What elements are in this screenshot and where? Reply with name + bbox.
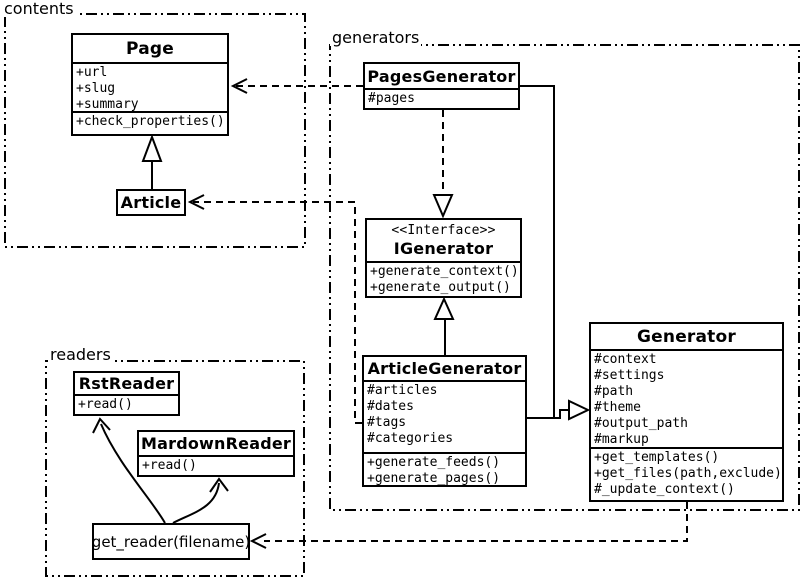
package-readers-label: readers (48, 345, 113, 364)
attribute: #pages (368, 91, 415, 106)
package-generators-label: generators (330, 28, 422, 47)
dependency-generator-getreader-arrowhead-icon (249, 533, 267, 549)
class-generator: Generator #context #settings #path #them… (589, 322, 784, 502)
attribute: #output_path (594, 416, 688, 431)
class-rstreader-title: RstReader (78, 374, 175, 393)
class-article-title: Article (120, 193, 182, 212)
attribute: #tags (367, 415, 407, 430)
class-igenerator-stereotype: <<Interface>> (391, 223, 496, 238)
dependency-articlegenerator-article-arrowhead-icon (187, 194, 205, 210)
method: +get_files(path,exclude) (594, 466, 782, 481)
class-page-title: Page (126, 38, 174, 59)
attribute: #context (594, 352, 657, 367)
class-pagesgenerator-title: PagesGenerator (367, 66, 516, 86)
method: +read() (78, 397, 133, 412)
arrow-getreader-mardownreader-arrowhead-icon (209, 477, 229, 493)
method: +get_templates() (594, 450, 720, 465)
class-rstreader: RstReader +read() (73, 371, 180, 416)
attribute: +summary (76, 97, 139, 111)
class-page-attributes: +url +slug +summary (73, 62, 227, 111)
attribute: #markup (594, 432, 649, 447)
method: +generate_pages() (367, 471, 501, 485)
package-contents-label: contents (2, 0, 76, 18)
dependency-articlegenerator-article-line (193, 201, 362, 424)
arrow-getreader-mardownreader-line (172, 482, 220, 524)
class-articlegenerator-attributes: #articles #dates #tags #categories (364, 380, 525, 452)
class-articlegenerator-title: ArticleGenerator (367, 359, 522, 378)
class-igenerator-title: IGenerator (393, 239, 494, 258)
method: +generate_context() (370, 264, 519, 279)
class-page-methods: +check_properties() (73, 111, 227, 134)
function-get-reader: get_reader(filename) (92, 523, 250, 560)
method: +generate_output() (370, 280, 511, 295)
class-pagesgenerator: PagesGenerator #pages (363, 62, 520, 110)
attribute: #path (594, 384, 634, 399)
package-generators-border (329, 44, 800, 511)
class-articlegenerator: ArticleGenerator #articles #dates #tags … (362, 355, 527, 487)
class-mardownreader-methods: +read() (139, 455, 293, 475)
class-rstreader-methods: +read() (75, 394, 178, 414)
inheritance-triangle-generator-icon (568, 399, 591, 421)
attribute: +slug (76, 81, 116, 96)
arrow-getreader-rstreader-arrowhead-icon (92, 417, 111, 434)
method: +check_properties() (76, 114, 225, 129)
package-readers-border (45, 360, 305, 577)
class-article: Article (116, 189, 186, 216)
class-mardownreader-title: MardownReader (141, 434, 291, 453)
inheritance-triangle-page-icon (141, 134, 163, 162)
class-mardownreader: MardownReader +read() (137, 430, 295, 477)
realization-triangle-igenerator-top-icon (432, 194, 454, 219)
class-igenerator: <<Interface>> IGenerator +generate_conte… (365, 218, 522, 298)
method: +generate_feeds() (367, 455, 501, 470)
attribute: #articles (367, 383, 438, 398)
function-get-reader-label: get_reader(filename) (91, 532, 251, 551)
class-generator-title: Generator (637, 326, 736, 347)
class-pagesgenerator-attributes: #pages (365, 88, 518, 108)
class-generator-methods: +get_templates() +get_files(path,exclude… (591, 447, 782, 500)
arrow-getreader-rstreader-line (100, 423, 166, 524)
package-contents-border (4, 13, 306, 248)
method: +read() (142, 458, 197, 473)
attribute: #theme (594, 400, 641, 415)
method: #_update_context() (594, 482, 735, 497)
class-igenerator-methods: +generate_context() +generate_output() (367, 261, 520, 296)
class-generator-attributes: #context #settings #path #theme #output_… (591, 349, 782, 447)
attribute: +url (76, 65, 108, 80)
attribute: #categories (367, 431, 454, 446)
inheritance-generators-generator-line (520, 85, 569, 419)
class-articlegenerator-methods: +generate_feeds() +generate_pages() (364, 452, 525, 485)
realization-triangle-igenerator-bottom-icon (433, 296, 455, 320)
dependency-pagesgenerator-page-arrowhead-icon (230, 78, 248, 94)
attribute: #dates (367, 399, 414, 414)
class-page: Page +url +slug +summary +check_properti… (71, 33, 229, 136)
class-igenerator-header: <<Interface>> IGenerator (367, 220, 520, 261)
attribute: #settings (594, 368, 665, 383)
dependency-generator-getreader-line (264, 502, 688, 542)
